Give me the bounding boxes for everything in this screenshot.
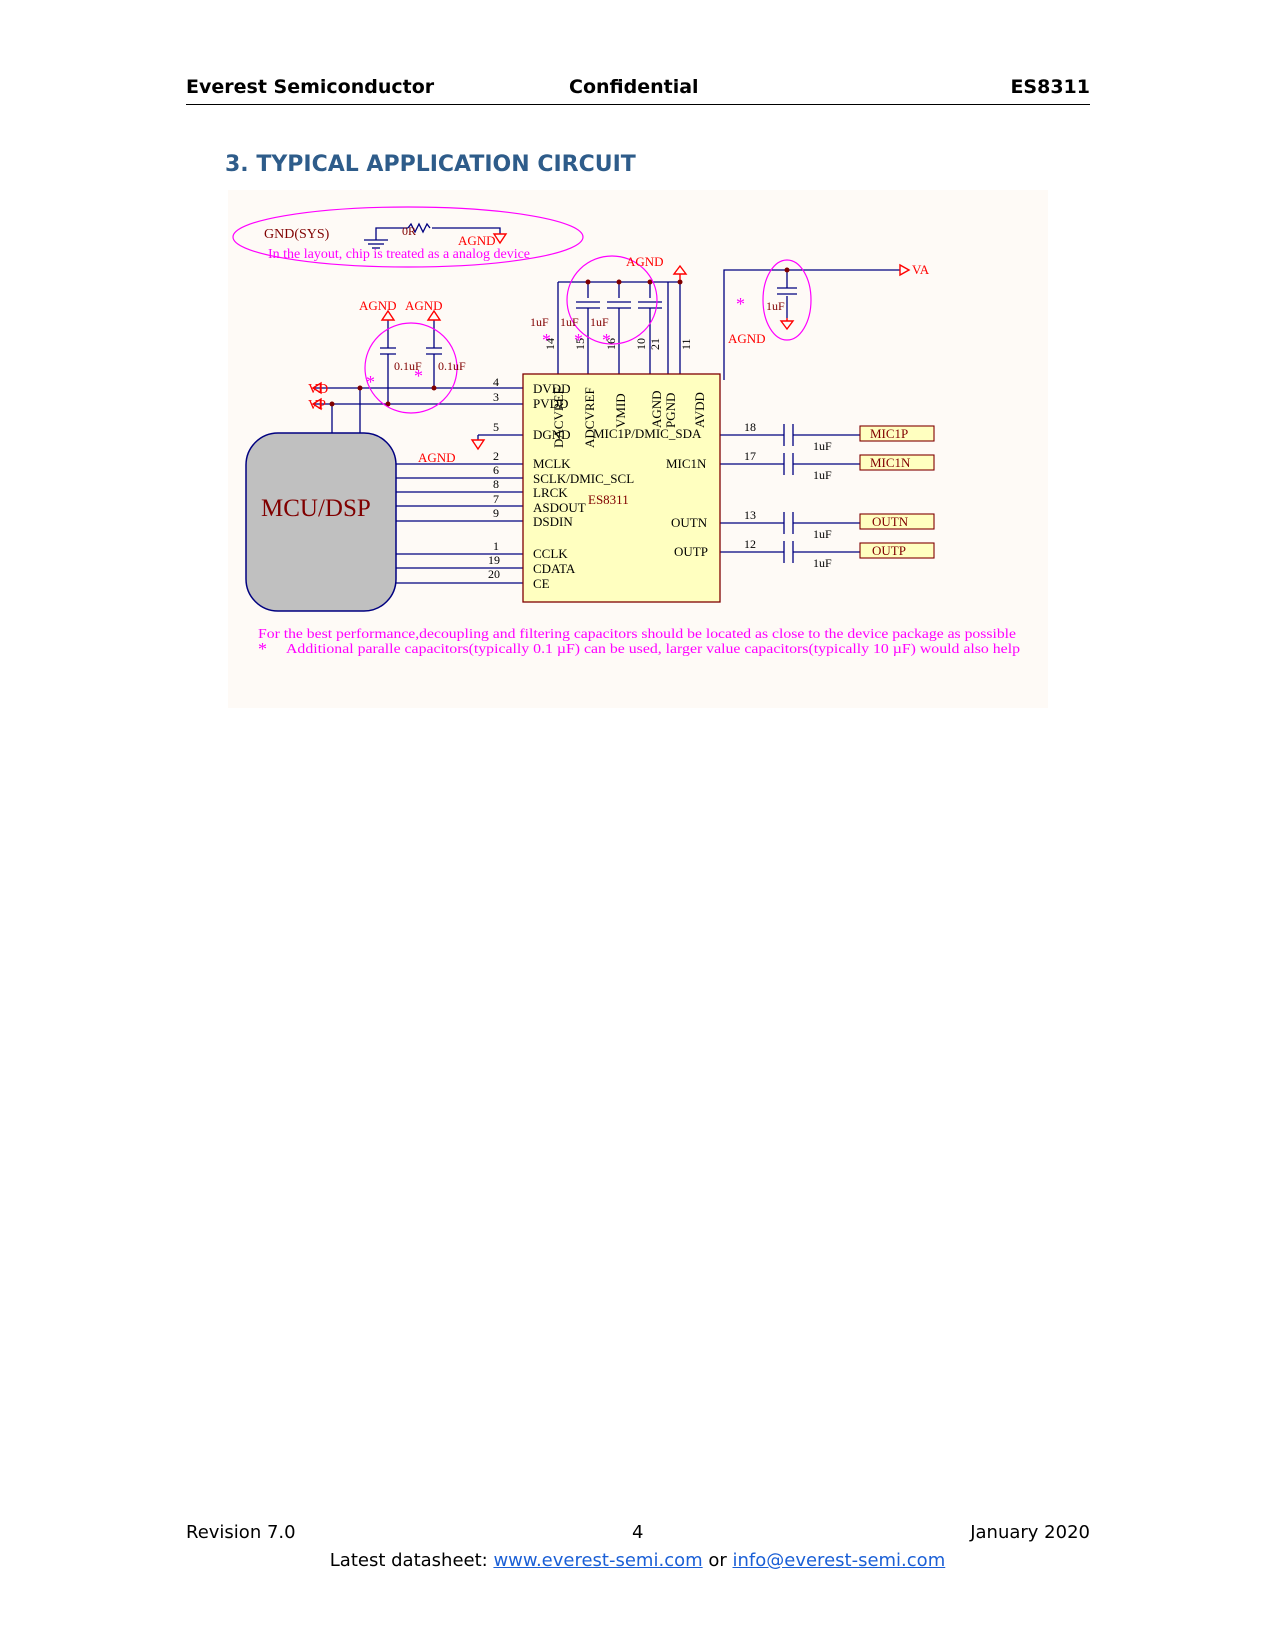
footer-revision: Revision 7.0	[186, 1522, 296, 1543]
net-label-mic1n: MIC1N	[870, 455, 911, 470]
pin-number: 17	[744, 449, 756, 463]
pin-number: 15	[573, 338, 587, 350]
agnd-label-va: AGND	[728, 331, 766, 346]
pin-number: 19	[488, 553, 500, 567]
pin-name-vmid: VMID	[613, 393, 628, 428]
pin-number: 21	[648, 338, 662, 350]
cap-1uf-va-label: 1uF	[766, 299, 785, 313]
pin-name-ce: CE	[533, 576, 550, 591]
pin-number: 8	[493, 477, 499, 491]
pin-number: 12	[744, 537, 756, 551]
pin-name-dacvref: DACVREF	[551, 387, 566, 448]
es8311-chip-body	[522, 373, 721, 603]
asterisk-mark: *	[414, 366, 423, 386]
pin-name-asdout: ASDOUT	[533, 500, 586, 515]
pin-number: 10	[634, 338, 648, 350]
agnd-label-cap-b: AGND	[405, 298, 443, 313]
net-label-outn: OUTN	[872, 514, 909, 529]
gnd-sys-label: GND(SYS)	[264, 227, 330, 242]
page-header: Everest Semiconductor Confidential ES831…	[186, 74, 1090, 105]
cap-01uf-a-label: 0.1uF	[394, 359, 422, 373]
pin-number: 6	[493, 463, 499, 477]
pin-name-dgnd: DGND	[533, 427, 571, 442]
pin-name-sclk: SCLK/DMIC_SCL	[533, 471, 634, 486]
pin-name-mic1p: MIC1P/DMIC_SDA	[593, 426, 702, 441]
pin-name-adcvref: ADCVREF	[582, 387, 597, 448]
net-label-outp: OUTP	[872, 543, 906, 558]
pin-number: 7	[493, 492, 499, 506]
pin-name-lrck: LRCK	[533, 485, 568, 500]
pin-name-cclk: CCLK	[533, 546, 568, 561]
pin-name-agnd: AGND	[649, 390, 664, 428]
footer-page-number: 4	[632, 1522, 644, 1543]
asterisk-mark: *	[366, 372, 375, 392]
asterisk-mark: *	[736, 294, 745, 314]
pin-number: 5	[493, 420, 499, 434]
note-line-1: For the best performance,decoupling and …	[258, 627, 1016, 642]
mcu-label: MCU/DSP	[261, 495, 371, 522]
agnd-label-dgnd: AGND	[418, 450, 456, 465]
pin-number: 11	[679, 338, 693, 350]
cap-label: 1uF	[813, 556, 832, 570]
header-part-number: ES8311	[1010, 76, 1090, 98]
email-link[interactable]: info@everest-semi.com	[732, 1550, 946, 1571]
va-label: VA	[912, 262, 930, 277]
cap-label: 1uF	[813, 527, 832, 541]
net-label-mic1p: MIC1P	[870, 426, 908, 441]
footer-date: January 2020	[970, 1522, 1090, 1543]
agnd-label-top: AGND	[626, 254, 664, 269]
pin-number: 2	[493, 449, 499, 463]
asterisk-mark: *	[542, 330, 551, 350]
pin-number: 18	[744, 420, 756, 434]
pin-number: 3	[493, 390, 499, 404]
footer-contact-line: Latest datasheet: www.everest-semi.com o…	[0, 1550, 1275, 1571]
pin-name-mclk: MCLK	[533, 456, 571, 471]
chip-label: ES8311	[588, 492, 629, 507]
pin-name-avdd: AVDD	[692, 392, 707, 428]
pin-name-cdata: CDATA	[533, 561, 576, 576]
pin-number: 1	[493, 539, 499, 553]
pin-number: 9	[493, 506, 499, 520]
pin-name-pvdd: PVDD	[533, 396, 568, 411]
pin-number: 13	[744, 508, 756, 522]
asterisk-mark: *	[258, 639, 267, 659]
pin-name-outp: OUTP	[674, 544, 708, 559]
cap-label: 1uF	[813, 439, 832, 453]
pin-number: 20	[488, 567, 500, 581]
pin-number: 16	[604, 338, 618, 350]
pin-name-dsdin: DSDIN	[533, 514, 573, 529]
resistor-label: 0R	[402, 224, 416, 238]
layout-note: In the layout, chip is treated as a anal…	[268, 247, 530, 262]
cap-label: 1uF	[813, 468, 832, 482]
cap-1uf-b-label: 1uF	[560, 315, 579, 329]
pin-name-outn: OUTN	[671, 515, 708, 530]
agnd-label-resistor: AGND	[458, 233, 496, 248]
asterisk-mark: *	[602, 330, 611, 350]
header-company: Everest Semiconductor	[186, 76, 435, 98]
mcu-dsp-block	[245, 432, 397, 612]
vd-label: VD	[308, 382, 328, 397]
agnd-label-cap-a: AGND	[359, 298, 397, 313]
footer-conjunction: or	[702, 1550, 733, 1571]
pin-name-pgnd: PGND	[663, 393, 678, 428]
footer-datasheet-prefix: Latest datasheet:	[329, 1550, 494, 1571]
application-circuit-schematic: GND(SYS) 0R VD VP 0.1uF 0.1uF 1uF 1uF 1u…	[228, 190, 1048, 708]
pin-number: 4	[493, 375, 499, 389]
cap-01uf-b-label: 0.1uF	[438, 359, 466, 373]
pin-number: 14	[543, 338, 557, 350]
schematic-svg: GND(SYS) 0R VD VP 0.1uF 0.1uF 1uF 1uF 1u…	[232, 206, 1020, 659]
pin-name-dvdd: DVDD	[533, 381, 571, 396]
vp-label: VP	[308, 398, 326, 413]
pin-name-mic1n: MIC1N	[666, 456, 707, 471]
header-classification: Confidential	[569, 76, 699, 98]
note-line-2: Additional paralle capacitors(typically …	[286, 642, 1020, 657]
cap-1uf-a-label: 1uF	[530, 315, 549, 329]
website-link[interactable]: www.everest-semi.com	[493, 1550, 703, 1571]
cap-1uf-c-label: 1uF	[590, 315, 609, 329]
section-title: 3. TYPICAL APPLICATION CIRCUIT	[225, 152, 636, 177]
asterisk-mark: *	[574, 330, 583, 350]
